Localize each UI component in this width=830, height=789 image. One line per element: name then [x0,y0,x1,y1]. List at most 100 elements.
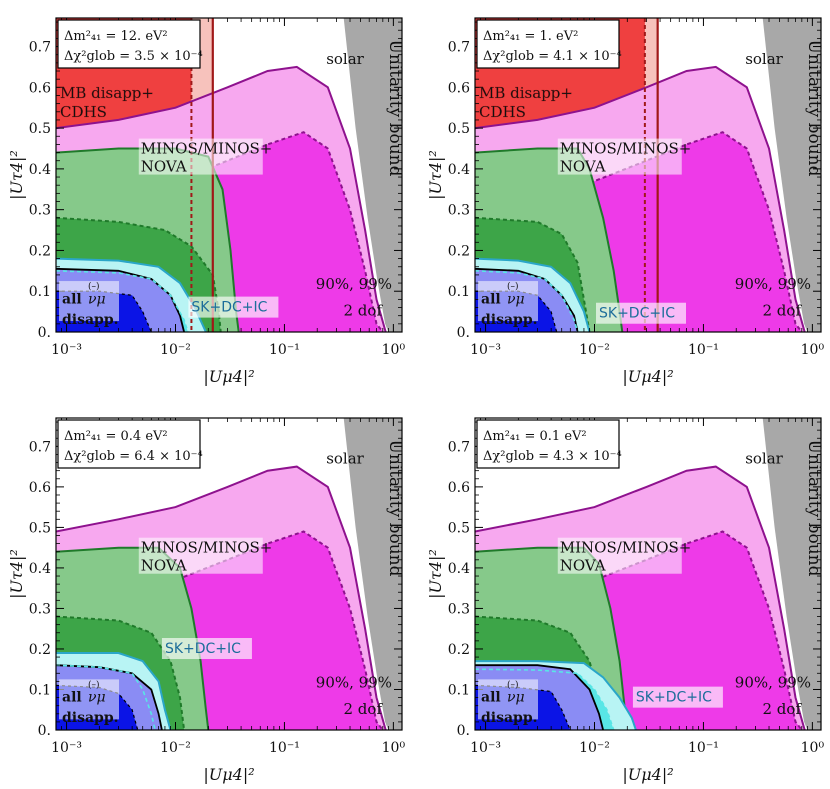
label-dof: 2 dof [344,700,384,718]
x-tick-label: 10⁻¹ [688,740,719,756]
x-tick-label: 10⁻³ [51,740,82,756]
unitarity-region [343,418,402,730]
label-numu: νμ [88,291,106,307]
label-sk: SK+DC+IC [165,641,241,657]
plot-frame [55,417,403,731]
y-tick-label: 0. [38,325,51,341]
info-box [57,19,201,69]
y-axis-label: |Uτ4|² [426,150,445,200]
label-numu: νμ [88,690,106,706]
info-box-mass: Δm²₄₁ = 12. eV² [64,29,168,44]
disapp-line-90 [475,684,571,730]
label-disapp-bg [478,281,538,322]
y-tick-label: 0.7 [448,40,470,56]
label-solar: solar [745,50,783,68]
label-dof: 2 dof [763,700,803,718]
disapp-line-90 [56,684,139,730]
solar-line-90 [475,131,803,332]
label-minos-bg [557,138,682,175]
y-tick-label: 0.4 [448,162,470,178]
x-tick-label: 10⁻³ [51,342,82,358]
info-box-mass: Δm²₄₁ = 0.4 eV² [64,429,168,444]
label-minos: MINOS/MINOS+ [560,140,692,158]
plot-frame [474,417,822,731]
minos-line-99 [56,546,210,730]
x-tick-label: 10⁰ [382,342,406,358]
label-dof: 2 dof [344,302,384,320]
label-sk: SK+DC+IC [191,300,267,316]
solar-line-90 [56,530,384,730]
info-box-chi2: Δχ²glob = 4.1 × 10⁻⁴ [483,49,622,64]
y-tick-label: 0. [457,723,470,739]
sk-line-99 [56,652,172,730]
x-tick-label: 10⁻² [579,740,610,756]
y-tick-label: 0.2 [29,642,51,658]
label-numu: νμ [507,291,525,307]
minos-line-99 [475,546,629,730]
y-tick-label: 0.4 [448,561,470,577]
plot-frame [55,17,403,333]
y-tick-label: 0.7 [29,439,51,455]
label-nu-bar: (–) [88,679,100,690]
label-dof: 2 dof [763,302,803,320]
label-minos-bg [557,537,682,574]
label-unitarity: Unitarity bound [385,40,405,177]
y-tick-label: 0.2 [448,243,470,259]
y-tick-label: 0.5 [448,520,470,536]
solar-line-99 [56,65,387,332]
label-nu-bar: (–) [88,281,100,292]
x-tick-label: 10⁻¹ [269,740,300,756]
y-tick-label: 0. [457,325,470,341]
label-minos-bg [138,138,263,175]
info-box [476,19,620,69]
label-mb-2: CDHS [479,103,526,121]
label-sk-bg [161,638,252,660]
label-numu: νμ [507,690,525,706]
label-sk: SK+DC+IC [636,690,712,706]
label-nu-bar: (–) [507,679,519,690]
label-solar: solar [326,50,364,68]
label-minos: MINOS/MINOS+ [141,539,273,557]
info-box-chi2: Δχ²glob = 6.4 × 10⁻⁴ [64,449,203,464]
label-mb-1: MB disapp+ [479,84,573,102]
info-box [57,419,201,469]
label-nova: NOVA [141,557,187,575]
info-box-chi2: Δχ²glob = 4.3 × 10⁻⁴ [483,449,622,464]
label-all: all [481,291,501,307]
x-axis-label: |Uμ4|² [203,367,254,386]
disapp-line-99 [475,267,579,332]
x-tick-label: 10⁰ [801,342,825,358]
y-tick-label: 0.5 [29,520,51,536]
sk-line-99 [475,257,591,332]
label-unitarity: Unitarity bound [804,440,824,577]
y-tick-label: 0.7 [29,40,51,56]
disapp-line-90 [56,290,152,332]
sk-line-90 [56,270,189,332]
solar-line-90 [475,530,803,730]
y-tick-label: 0.3 [29,601,51,617]
label-minos-bg [138,537,263,574]
disapp-line-99 [475,664,604,730]
label-nova: NOVA [560,557,606,575]
y-tick-label: 0.6 [29,80,51,96]
label-disapp-bg [59,679,119,720]
minos-line-90 [56,615,186,730]
label-mb-2: CDHS [60,103,107,121]
y-tick-label: 0.3 [29,203,51,219]
label-solar: solar [745,450,783,468]
y-tick-label: 0.1 [29,284,51,300]
info-box-chi2: Δχ²glob = 3.5 × 10⁻⁴ [64,49,203,64]
unitarity-region [762,418,821,730]
x-tick-label: 10⁻¹ [269,342,300,358]
sk-line-90 [475,668,615,730]
label-disapp: disapp. [481,312,538,328]
y-tick-label: 0.2 [448,642,470,658]
label-all: all [62,291,82,307]
label-nu-bar: (–) [507,281,519,292]
label-disapp: disapp. [62,312,119,328]
solar-line-90 [56,131,384,332]
y-tick-label: 0.6 [29,480,51,496]
label-solar: solar [326,450,364,468]
